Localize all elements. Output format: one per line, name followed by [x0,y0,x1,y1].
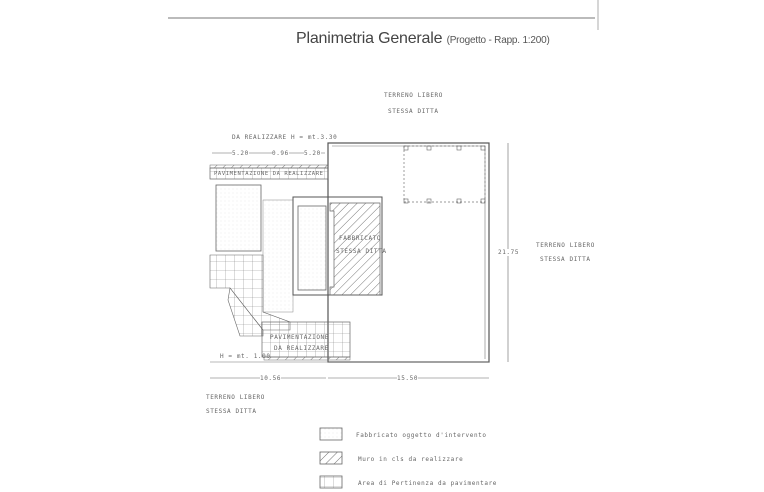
legend-label-hatched: Muro in cls da realizzare [358,456,464,463]
title-scale: (Progetto - Rapp. 1:200) [446,35,550,46]
legend-swatch-hatched [319,451,343,465]
title-main: Planimetria Generale [296,30,443,47]
north-label-1: TERRENO LIBERO [384,92,443,99]
east-label-2: STESSA DITTA [540,256,591,263]
legend-swatch-empty [319,427,343,441]
legend-swatch-grid [319,475,343,489]
legend-label-empty: Fabbricato oggetto d'intervento [356,432,487,439]
height-note: H = mt. 1.00 [220,353,271,360]
building-label-1: FABBRICATO [339,235,382,242]
dim-top-2: 0.96 [272,150,289,157]
sw-label-2: STESSA DITTA [206,408,257,415]
dim-bottom-left: 10.56 [260,375,282,382]
dim-top-3: 5.20 [304,150,321,157]
wall-note: DA REALIZZARE H = mt.3.30 [232,134,338,141]
legend-label-grid: Area di Pertinenza da pavimentare [358,480,498,487]
bottom-paving-label-2: DA REALIZZARE [274,345,329,352]
top-paving-label: PAVIMENTAZIONE DA REALIZZARE [214,171,324,177]
canopy-dashed [403,145,486,203]
bottom-paving-label-1: PAVIMENTAZIONE [270,334,329,341]
east-label-1: TERRENO LIBERO [536,242,595,249]
hatched-wall [329,202,381,296]
building-label-2: STESSA DITTA [336,248,387,255]
dim-right: 21.75 [498,249,520,256]
sw-label-1: TERRENO LIBERO [206,394,265,401]
page-title: Planimetria Generale (Progetto - Rapp. 1… [296,30,550,48]
north-label-2: STESSA DITTA [388,108,439,115]
dim-top-1: 5.20 [232,150,249,157]
dim-bottom-right: 15.50 [397,375,419,382]
